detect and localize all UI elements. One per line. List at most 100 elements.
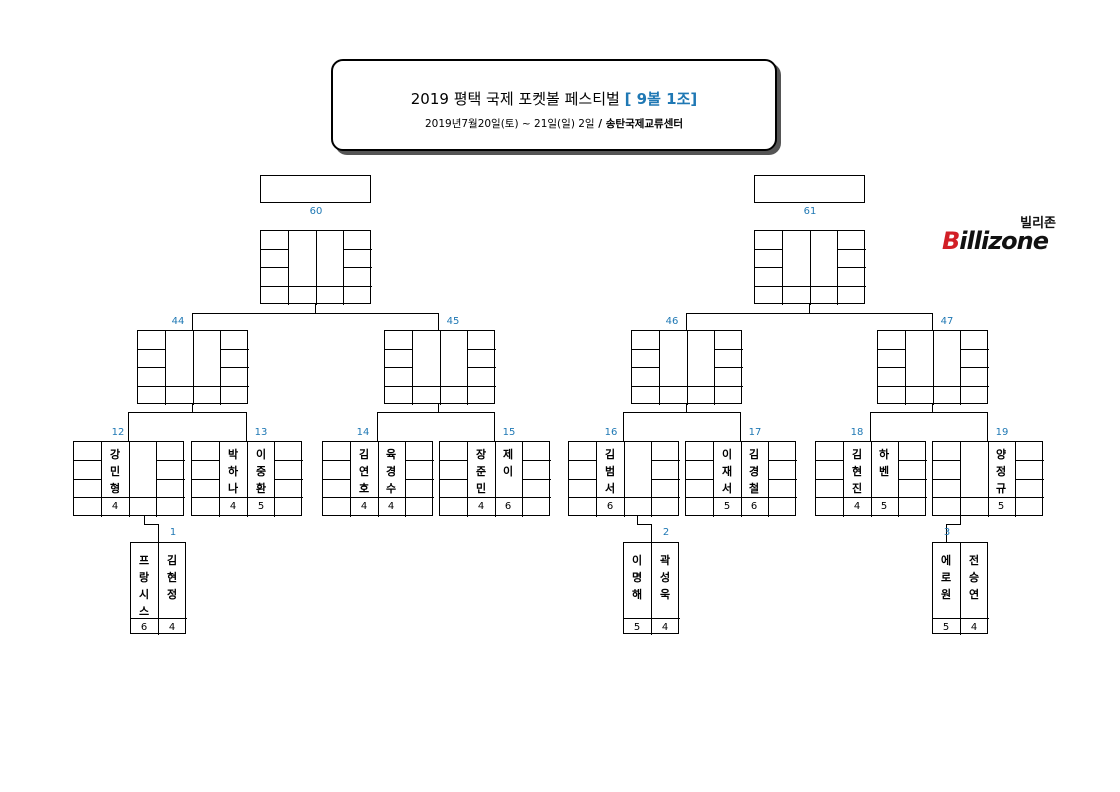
- connector-line: [128, 412, 129, 442]
- connector-line: [637, 524, 652, 525]
- table-divider: [220, 385, 249, 387]
- table-divider: [73, 478, 102, 480]
- table-divider: [768, 497, 797, 499]
- table-divider: [343, 267, 372, 268]
- connector-line: [870, 412, 988, 413]
- table-divider: [898, 478, 927, 480]
- table-divider: [73, 497, 102, 499]
- connector-line: [686, 313, 687, 331]
- table-divider: [712, 497, 770, 499]
- match-number: 44: [171, 316, 185, 327]
- player-name: 이 중 환: [255, 448, 267, 495]
- table-divider: [191, 459, 220, 461]
- table-divider: [73, 459, 102, 461]
- player-name: 강 민 형: [109, 448, 121, 495]
- match-number: 3: [943, 527, 951, 538]
- player-name: 프 랑 시 스: [138, 554, 150, 618]
- table-divider: [439, 459, 468, 461]
- table-divider: [274, 478, 303, 480]
- table-divider: [191, 478, 220, 480]
- connector-line: [246, 412, 247, 442]
- table-divider: [467, 385, 496, 387]
- table-divider: [568, 459, 597, 461]
- connector-line: [128, 412, 247, 413]
- connector-line: [377, 412, 495, 413]
- table-divider: [960, 542, 961, 635]
- player-score: 5: [257, 501, 265, 512]
- table-divider: [651, 478, 680, 480]
- table-divider: [494, 441, 496, 517]
- match-number: 47: [940, 316, 954, 327]
- player-name: 제 이: [502, 448, 514, 478]
- table-divider: [714, 367, 743, 368]
- logo-rest: illizone: [959, 227, 1049, 255]
- table-divider: [740, 441, 742, 517]
- match-number: 18: [850, 427, 864, 438]
- table-divider: [220, 348, 249, 350]
- player-score: 5: [633, 622, 641, 633]
- table-divider: [714, 385, 743, 387]
- table-divider: [137, 385, 166, 387]
- match-number: 60: [309, 206, 323, 217]
- match-number: 15: [502, 427, 516, 438]
- table-divider: [877, 385, 906, 387]
- table-divider: [343, 248, 372, 250]
- table-divider: [191, 497, 220, 499]
- player-name: 에 로 원: [940, 554, 952, 601]
- table-divider: [260, 267, 289, 268]
- table-divider: [260, 285, 289, 287]
- table-divider: [158, 542, 159, 635]
- logo-b: B: [942, 227, 960, 255]
- player-score: 4: [168, 622, 176, 633]
- table-divider: [522, 478, 551, 480]
- player-score: 4: [853, 501, 861, 512]
- player-name: 하 벤: [878, 448, 890, 478]
- table-divider: [439, 497, 468, 499]
- title-box: 2019 평택 국제 포켓볼 페스티벌 [ 9볼 1조] 2019년7월20일(…: [331, 59, 777, 151]
- table-divider: [685, 478, 714, 480]
- table-divider: [322, 497, 351, 499]
- match-number: 19: [995, 427, 1009, 438]
- table-divider: [932, 330, 934, 405]
- connector-line: [315, 304, 316, 314]
- table-divider: [768, 478, 797, 480]
- player-score: 6: [606, 501, 614, 512]
- table-divider: [651, 459, 680, 461]
- event-date: 2019년7월20일(토) ~ 21일(일) 2일: [424, 118, 595, 130]
- table-divider: [467, 348, 496, 350]
- match-number: 61: [803, 206, 817, 217]
- connector-line: [494, 412, 495, 442]
- table-divider: [522, 459, 551, 461]
- player-name: 김 경 철: [748, 448, 760, 495]
- connector-line: [932, 313, 933, 331]
- match-number: 17: [748, 427, 762, 438]
- winner-box: [260, 175, 371, 203]
- table-divider: [439, 478, 468, 480]
- table-divider: [932, 497, 961, 499]
- table-divider: [651, 497, 680, 499]
- table-divider: [467, 367, 496, 368]
- table-divider: [274, 497, 303, 499]
- table-divider: [343, 285, 372, 287]
- table-divider: [837, 285, 866, 287]
- table-divider: [960, 348, 989, 350]
- table-divider: [156, 478, 185, 480]
- table-divider: [164, 385, 222, 387]
- table-divider: [987, 441, 989, 517]
- connector-line: [144, 516, 145, 525]
- table-divider: [384, 385, 413, 387]
- table-divider: [411, 385, 469, 387]
- table-divider: [651, 542, 652, 635]
- player-score: 4: [111, 501, 119, 512]
- table-divider: [815, 497, 844, 499]
- table-divider: [405, 478, 434, 480]
- table-divider: [837, 248, 866, 250]
- table-divider: [137, 367, 166, 368]
- table-divider: [384, 367, 413, 368]
- player-score: 5: [942, 622, 950, 633]
- table-divider: [809, 230, 811, 305]
- table-divider: [631, 367, 660, 368]
- table-divider: [466, 497, 524, 499]
- table-divider: [246, 441, 248, 517]
- connector-line: [158, 524, 159, 543]
